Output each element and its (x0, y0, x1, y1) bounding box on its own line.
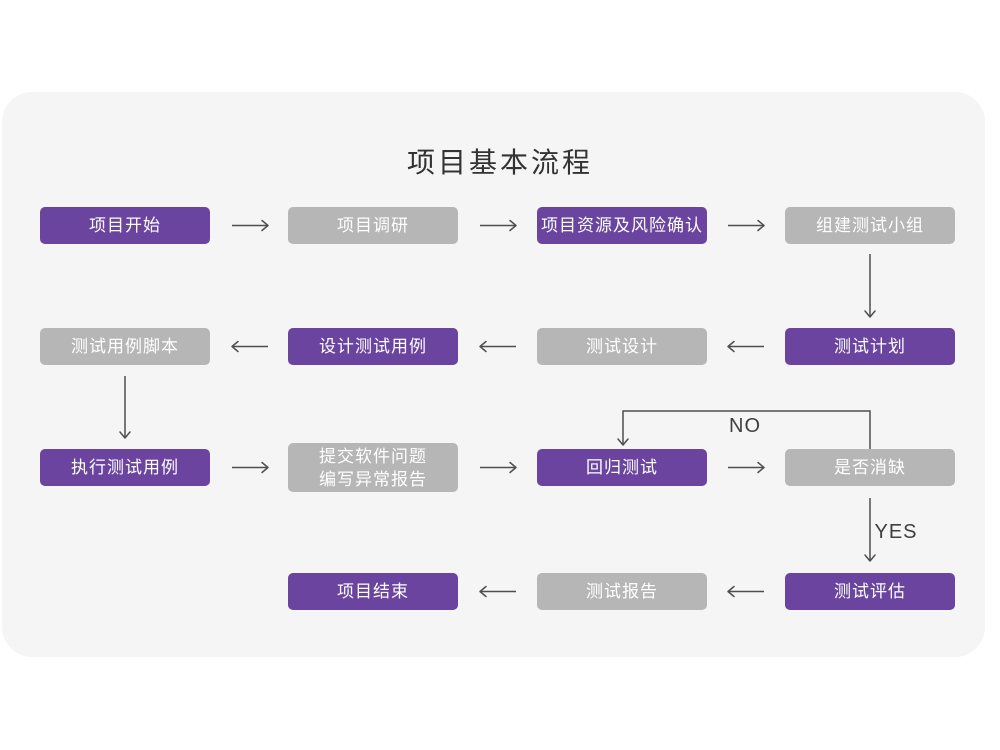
node-design-test-case: 设计测试用例 (288, 328, 458, 365)
node-submit-issue-report: 提交软件问题 编写异常报告 (288, 443, 458, 492)
edge-label-no: NO (729, 415, 761, 437)
node-test-evaluation: 测试评估 (785, 573, 955, 610)
node-project-start: 项目开始 (40, 207, 210, 244)
node-regression-test: 回归测试 (537, 449, 707, 486)
node-execute-test-case: 执行测试用例 (40, 449, 210, 486)
node-project-research: 项目调研 (288, 207, 458, 244)
page-title: 项目基本流程 (406, 147, 593, 178)
edge-label-yes: YES (874, 521, 918, 543)
node-build-test-team: 组建测试小组 (785, 207, 955, 244)
node-test-case-script: 测试用例脚本 (40, 328, 210, 365)
node-resource-risk-confirm: 项目资源及风险确认 (537, 207, 707, 244)
node-test-report: 测试报告 (537, 573, 707, 610)
node-project-end: 项目结束 (288, 573, 458, 610)
node-defect-resolved: 是否消缺 (785, 449, 955, 486)
node-test-design: 测试设计 (537, 328, 707, 365)
flowchart-card (2, 92, 985, 657)
node-test-plan: 测试计划 (785, 328, 955, 365)
